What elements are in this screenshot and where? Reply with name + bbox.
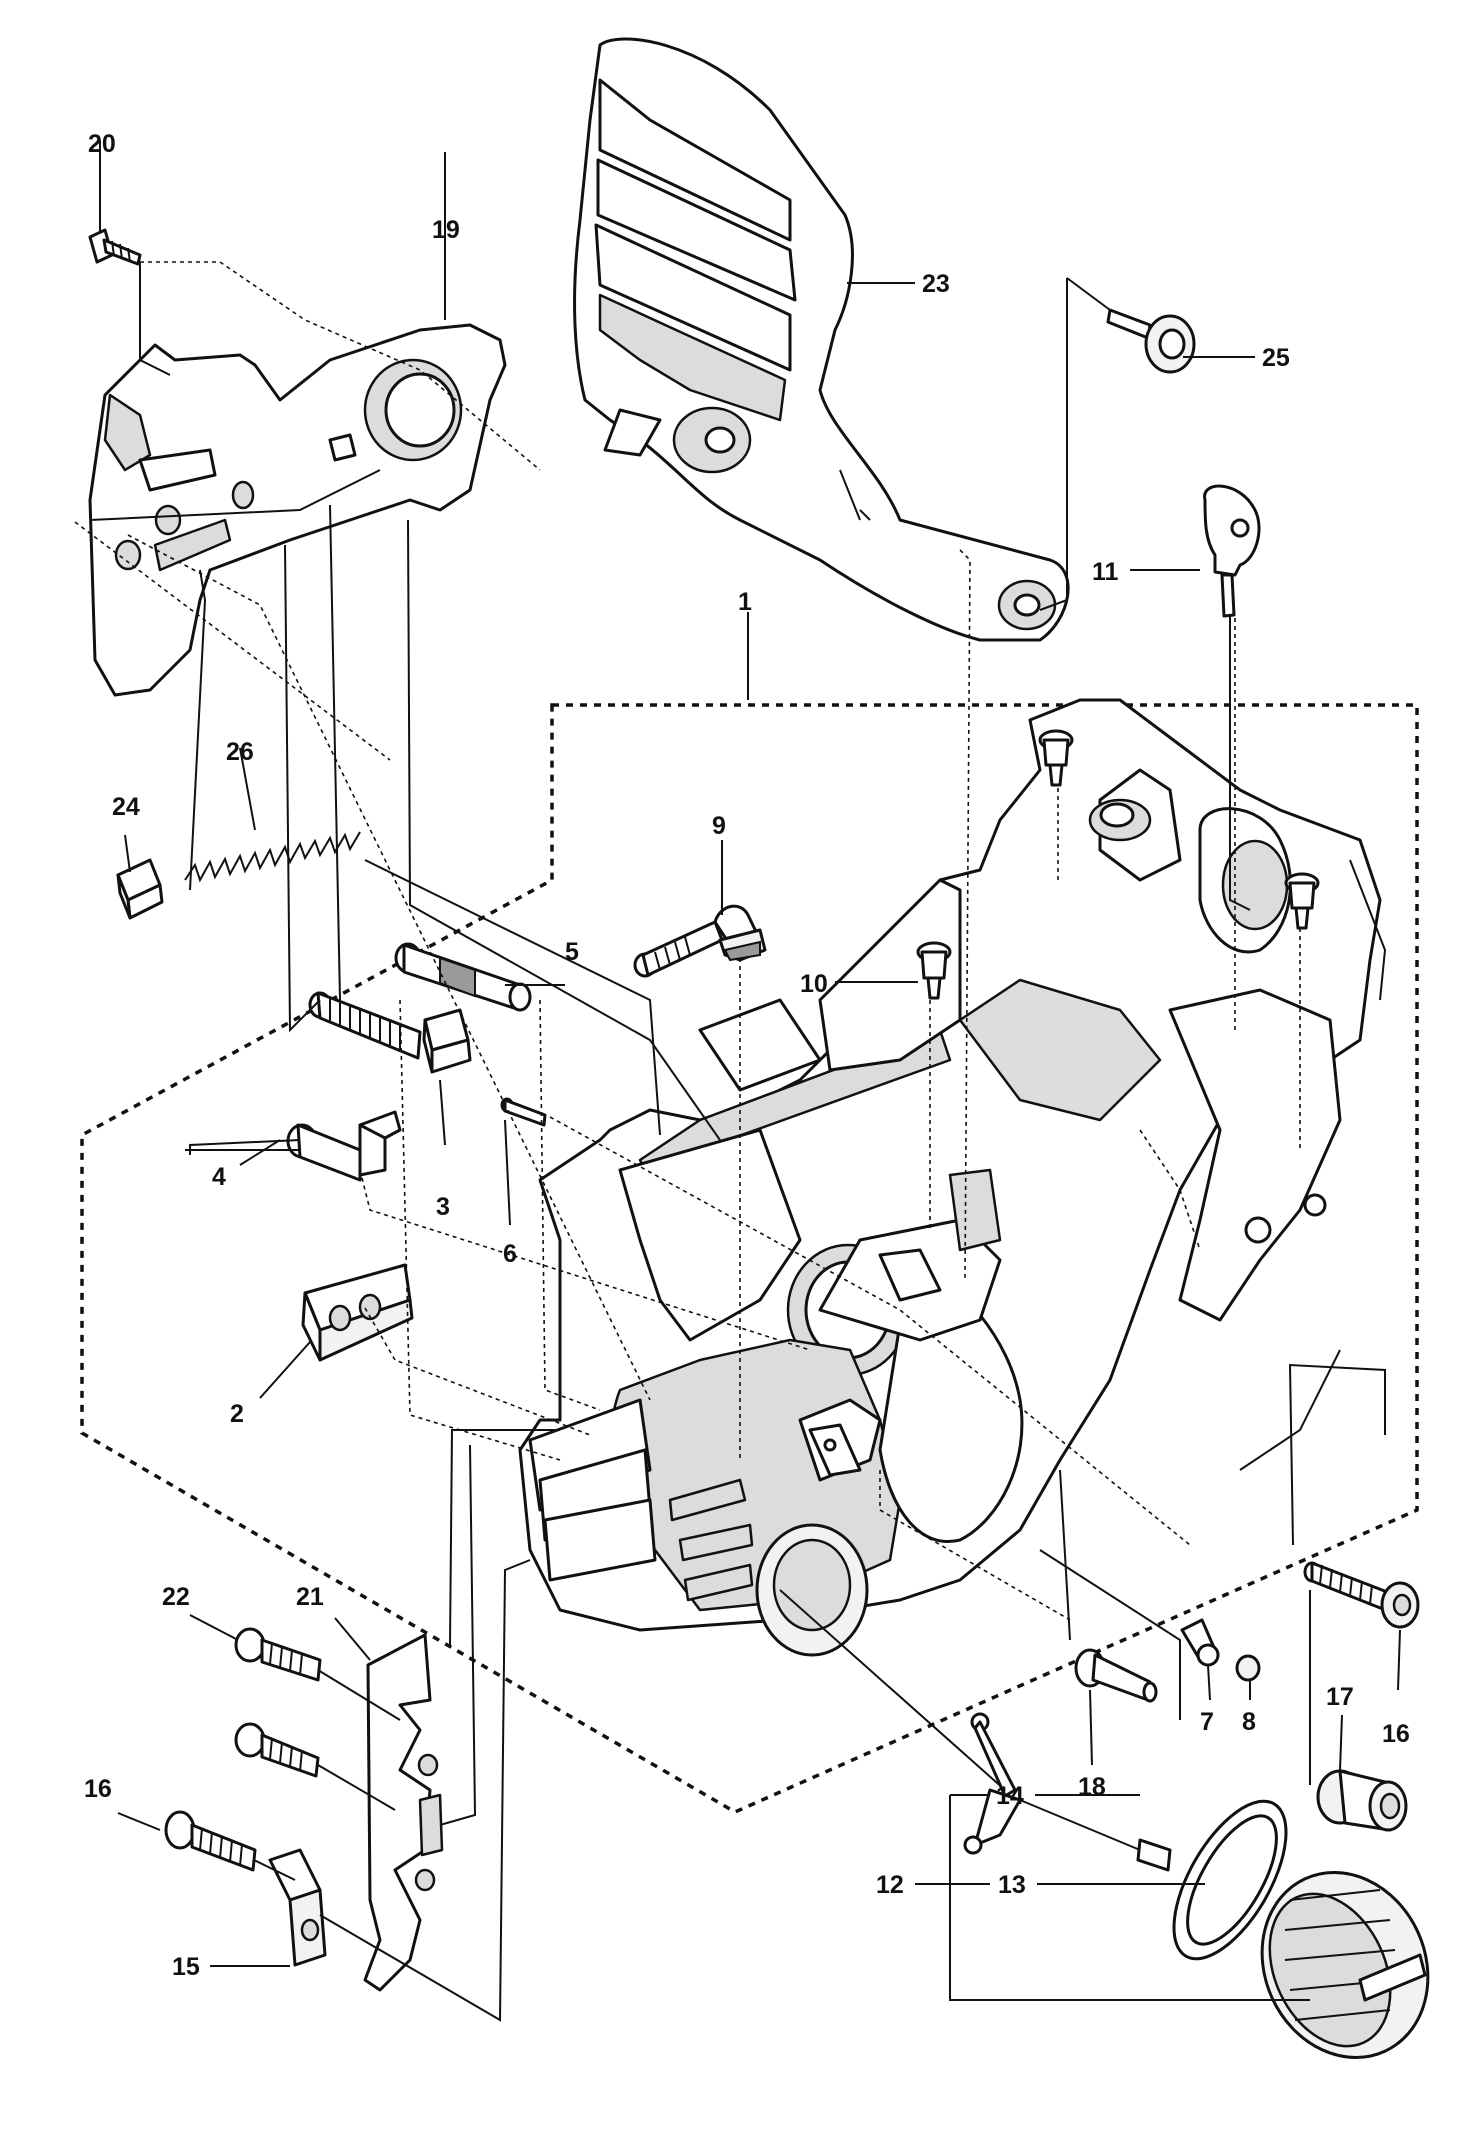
part-13-gasket-ring[interactable] [1151, 1784, 1308, 1976]
callout-4: 4 [212, 1163, 226, 1191]
callout-2: 2 [230, 1400, 244, 1428]
callout-25: 25 [1262, 344, 1290, 372]
part-16-left-bolt[interactable] [164, 1810, 257, 1872]
callout-24: 24 [112, 793, 140, 821]
callout-3: 3 [436, 1193, 450, 1221]
callout-16-right: 16 [1382, 1720, 1410, 1748]
callout-23: 23 [922, 270, 950, 298]
callout-10: 10 [800, 970, 828, 998]
part-8-cap[interactable] [1235, 1654, 1261, 1682]
part-22-bolt[interactable] [234, 1627, 322, 1682]
part-16-right-bolt[interactable] [1303, 1561, 1420, 1629]
part-14-fuel-pickup[interactable] [963, 1712, 1172, 1872]
callout-11: 11 [1092, 558, 1119, 586]
part-26-spring[interactable] [184, 831, 361, 883]
callout-8: 8 [1242, 1708, 1256, 1736]
part-10-upper-screw[interactable] [1038, 729, 1074, 787]
part-20-screw[interactable] [88, 228, 142, 266]
callout-22: 22 [162, 1583, 190, 1611]
callout-15: 15 [172, 1953, 200, 1981]
crankcase-body[interactable] [518, 698, 1387, 1657]
assembly-guide-lines [74, 261, 1301, 1621]
callout-19: 19 [432, 216, 460, 244]
callout-9: 9 [712, 812, 726, 840]
part-15-nut-plate[interactable] [268, 1848, 327, 1967]
callout-1: 1 [738, 588, 752, 616]
part-5-pin[interactable] [394, 942, 532, 1012]
part-17-plug[interactable] [1316, 1769, 1408, 1832]
part-19-chain-guard[interactable] [88, 323, 507, 697]
callout-18: 18 [1078, 1773, 1106, 1801]
callout-leaders [99, 140, 1401, 1967]
callout-26: 26 [226, 738, 254, 766]
callout-21: 21 [296, 1583, 324, 1611]
part-12-fuel-cap[interactable] [1232, 1845, 1457, 2085]
part-2-plate[interactable] [301, 1263, 414, 1362]
callout-16-left: 16 [84, 1775, 112, 1803]
callout-5: 5 [565, 938, 579, 966]
callout-6: 6 [503, 1240, 517, 1268]
part-22-second-bolt[interactable] [234, 1722, 320, 1778]
part-11-clip[interactable] [1203, 484, 1261, 618]
part-10-right-screw[interactable] [1284, 872, 1320, 930]
part-10-screw[interactable] [916, 941, 952, 1000]
part-24-block[interactable] [116, 858, 164, 920]
part-9-oil-pump[interactable] [633, 904, 767, 978]
callout-14: 14 [996, 1782, 1024, 1810]
callout-13: 13 [998, 1871, 1026, 1899]
part-23-hand-guard[interactable] [573, 37, 1070, 642]
callout-20: 20 [88, 130, 116, 158]
part-18-bolt[interactable] [1074, 1648, 1158, 1703]
assembly-group-outline [80, 703, 1419, 1814]
leader-lines [139, 262, 1386, 2022]
part-6-small-pin[interactable] [500, 1097, 547, 1127]
part-7-valve[interactable] [1180, 1618, 1220, 1667]
part-25-nut[interactable] [1106, 308, 1196, 374]
part-3-stud[interactable] [308, 991, 472, 1074]
callout-labels: 1 2 3 4 5 6 7 8 9 10 11 12 13 14 15 16 1… [84, 130, 1410, 1981]
callout-17: 17 [1326, 1683, 1354, 1711]
part-21-bumper-spike[interactable] [363, 1633, 444, 1992]
callout-7: 7 [1200, 1708, 1214, 1736]
callout-12: 12 [876, 1871, 904, 1899]
part-4-bolt[interactable] [286, 1110, 402, 1182]
